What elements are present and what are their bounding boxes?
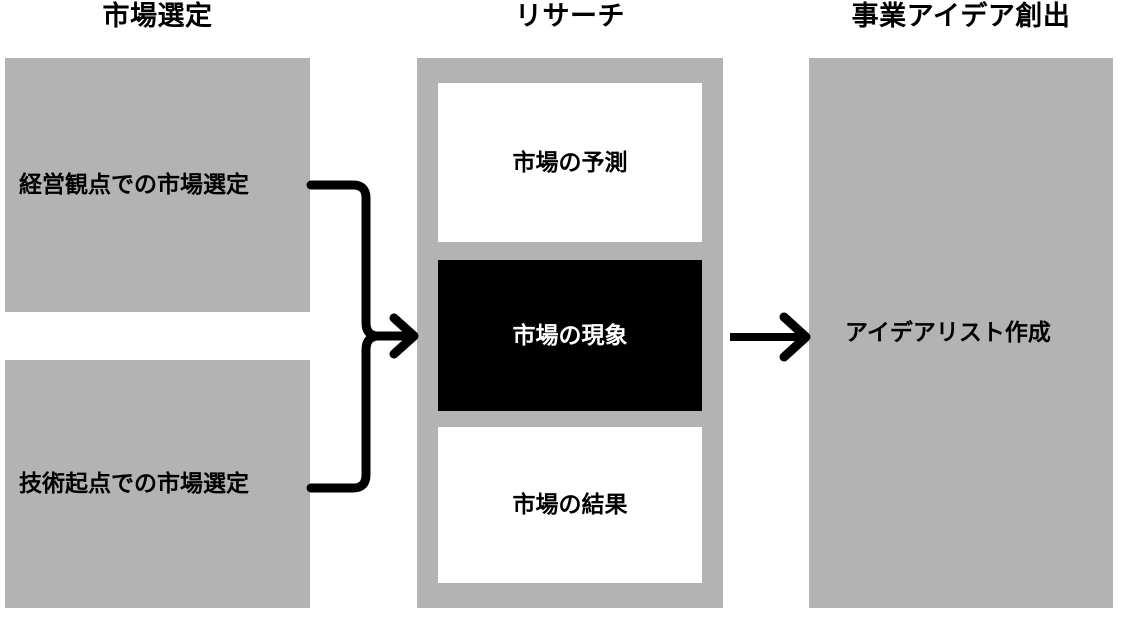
box-label: 市場の予測 bbox=[512, 148, 628, 175]
box-management-perspective-market-selection[interactable]: 経営観点での市場選定 bbox=[5, 58, 310, 312]
box-market-forecast[interactable]: 市場の予測 bbox=[438, 83, 702, 242]
merge-arrow-icon bbox=[306, 180, 419, 493]
box-label: 市場の結果 bbox=[512, 491, 628, 518]
box-market-result[interactable]: 市場の結果 bbox=[438, 427, 702, 583]
box-market-phenomena[interactable]: 市場の現象 bbox=[438, 260, 702, 411]
column-header-market-selection: 市場選定 bbox=[102, 1, 213, 31]
column-header-research: リサーチ bbox=[515, 1, 625, 31]
box-idea-list-creation[interactable]: アイデアリスト作成 bbox=[809, 58, 1113, 608]
column-header-idea-generation: 事業アイデア創出 bbox=[851, 1, 1071, 31]
box-label: 技術起点での市場選定 bbox=[19, 470, 249, 497]
right-arrow-icon bbox=[730, 312, 811, 362]
box-label: 経営観点での市場選定 bbox=[19, 171, 249, 198]
box-label: アイデアリスト作成 bbox=[845, 319, 1051, 346]
box-technology-origin-market-selection[interactable]: 技術起点での市場選定 bbox=[5, 360, 310, 608]
box-label: 市場の現象 bbox=[512, 321, 628, 348]
